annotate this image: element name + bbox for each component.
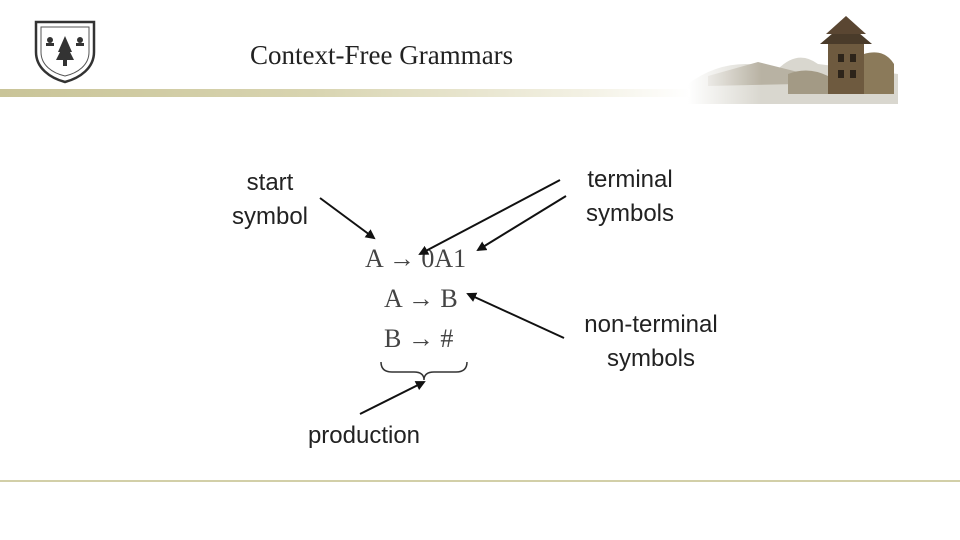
start-symbol-line1: start xyxy=(246,169,294,196)
nonterminal-line1: non-terminal xyxy=(584,311,718,338)
start-symbol-label: start symbol xyxy=(222,166,318,234)
production-brace xyxy=(380,361,468,381)
terminal-symbols-label: terminal symbols xyxy=(570,163,690,231)
nonterminal-symbols-label: non-terminal symbols xyxy=(566,308,736,376)
nonterminal-line2: symbols xyxy=(606,345,696,372)
grammar-rule-3: B → # xyxy=(384,324,454,353)
university-crest-icon xyxy=(30,18,100,84)
footer-divider xyxy=(0,480,960,482)
header-accent-bar xyxy=(0,89,690,97)
production-arrow xyxy=(359,381,426,415)
start-symbol-arrow xyxy=(319,197,376,240)
terminal-arrow-upper xyxy=(418,179,561,255)
terminal-line2: symbols xyxy=(585,200,675,227)
production-label: production xyxy=(307,422,421,449)
start-symbol-line2: symbol xyxy=(231,203,309,230)
nonterminal-arrow xyxy=(466,292,565,339)
terminal-arrow xyxy=(476,195,567,252)
slide-title: Context-Free Grammars xyxy=(250,40,514,70)
campus-building-image xyxy=(688,14,898,104)
grammar-rule-2: A → B xyxy=(384,284,458,313)
grammar-rule-1: A → 0A1 xyxy=(365,244,467,273)
terminal-line1: terminal xyxy=(587,166,673,193)
